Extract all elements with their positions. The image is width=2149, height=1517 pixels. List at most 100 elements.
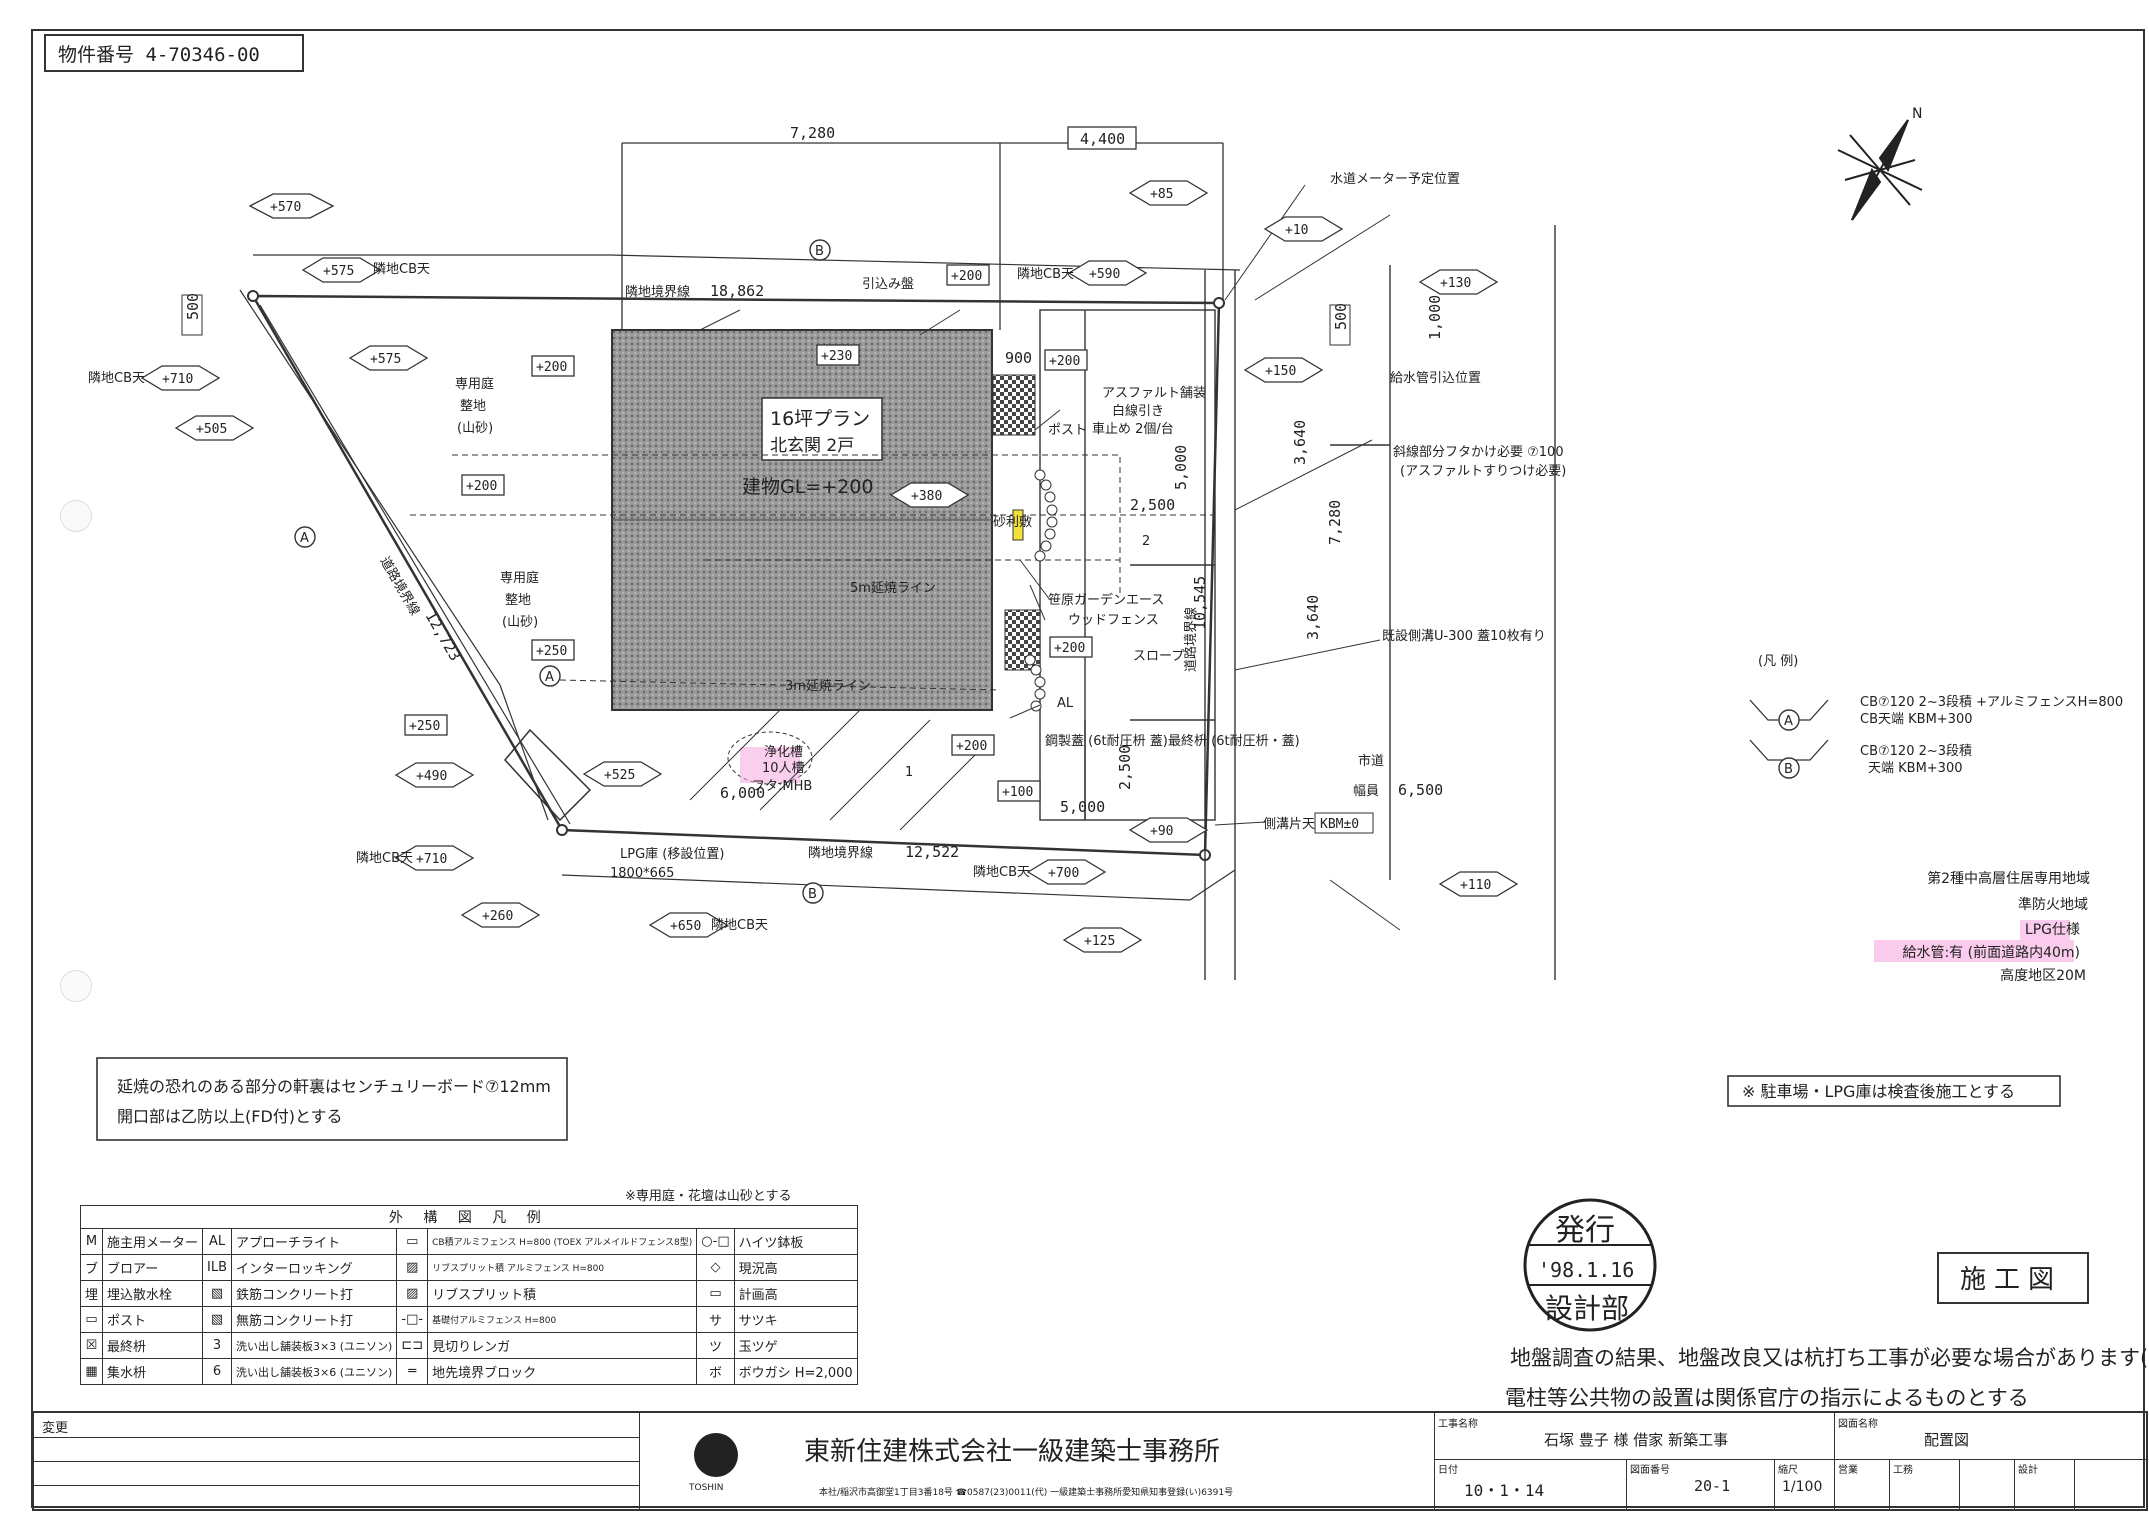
svg-text:浄化槽: 浄化槽 <box>764 745 803 760</box>
level-150 <box>1243 357 1324 383</box>
svg-text:整地: 整地 <box>505 593 531 608</box>
level-710a-text: +710 <box>162 372 193 387</box>
svg-text:1: 1 <box>905 765 913 780</box>
dim-2500-v: 2,500 <box>1116 745 1134 790</box>
svg-text:笹原ガーデンエース: 笹原ガーデンエース <box>1048 592 1164 608</box>
sheet-border <box>31 29 2145 1508</box>
level-200f <box>951 734 995 756</box>
level-650-text: +650 <box>670 919 701 934</box>
dim-7280-v: 7,280 <box>1326 500 1344 545</box>
level-380-text: +380 <box>911 489 942 504</box>
adj-boundary-bottom: 隣地境界線 <box>808 845 873 861</box>
svg-text:+200: +200 <box>1054 641 1085 656</box>
stamp-dept: 設計部 <box>1545 1292 1629 1325</box>
level-250b <box>404 714 448 736</box>
company-logo-icon <box>694 1433 738 1477</box>
dim-road-6500: 6,500 <box>1398 781 1443 799</box>
level-710a <box>140 365 221 391</box>
level-85 <box>1128 180 1209 206</box>
svg-text:+250: +250 <box>409 719 440 734</box>
table-row: ☒ 最終枡 3 洗い出し舗装板3×3 (ユニソン) ⊏⊐ 見切りレンガ ツ 玉ツ… <box>79 1332 858 1359</box>
level-130 <box>1418 269 1499 295</box>
north-arrow-icon <box>1837 119 1923 221</box>
svg-text:(山砂): (山砂) <box>502 615 538 630</box>
level-200d <box>1044 349 1088 371</box>
level-10-text: +10 <box>1285 223 1308 238</box>
mark-a-2: A <box>539 665 561 687</box>
fire-note-1: 延焼の恐れのある部分の軒裏はセンチュリーボード⑦12mm <box>117 1077 551 1096</box>
svg-text:(アスファルトすりつけ必要): (アスファルトすりつけ必要) <box>1400 464 1566 479</box>
svg-text:アスファルト舗装: アスファルト舗装 <box>1102 386 1206 401</box>
gravel-label: 砂利敷 <box>993 515 1032 530</box>
kbm-label: KBM±0 <box>1320 817 1359 832</box>
level-700-text: +700 <box>1048 866 1079 881</box>
plan-name: 16坪プラン <box>770 408 870 430</box>
dim-12522: 12,522 <box>905 843 959 861</box>
level-710b-text: +710 <box>416 852 447 867</box>
mark-b-1: B <box>809 239 831 261</box>
level-590-text: +590 <box>1089 267 1120 282</box>
svg-text:斜線部分フタかけ必要 ⑦100: 斜線部分フタかけ必要 ⑦100 <box>1393 444 1564 460</box>
level-575b <box>348 345 429 371</box>
issue-stamp <box>1523 1198 1657 1332</box>
svg-text:幅員: 幅員 <box>1353 784 1379 799</box>
dim-2500: 2,500 <box>1130 496 1175 514</box>
exterior-legend-title: 外 構 図 凡 例 <box>80 1205 858 1229</box>
drawing-number: 20-1 <box>1694 1477 1731 1495</box>
level-710b <box>394 845 475 871</box>
parking-area <box>1039 309 1216 821</box>
leader-lines <box>1009 184 1401 931</box>
adj-boundary-top: 隣地境界線 <box>625 284 690 300</box>
utility-note: 電柱等公共物の設置は関係官庁の指示によるものとする <box>1505 1386 2029 1410</box>
svg-text:+200: +200 <box>536 360 567 375</box>
water-pipe-label: 給水管引込位置 <box>1390 371 1481 386</box>
svg-text:AL: AL <box>1057 696 1074 711</box>
level-90-text: +90 <box>1150 824 1173 839</box>
svg-text:白線引き: 白線引き <box>1112 403 1164 419</box>
adj-cb-label-3: 隣地CB天 <box>1017 266 1074 282</box>
level-525 <box>582 761 663 787</box>
exterior-legend-table: 外 構 図 凡 例 M 施主用メーター AL アプローチライト ▭ CB積アルミ… <box>79 1205 858 1385</box>
drawing-date: 10・1・14 <box>1464 1481 1545 1500</box>
svg-text:A: A <box>1784 714 1793 729</box>
zoning-1: 第2種中高層住居専用地域 <box>1927 870 2090 887</box>
dim-4400: 4,400 <box>1080 130 1125 148</box>
dim-5000-v: 5,000 <box>1172 445 1190 490</box>
svg-text:(山砂): (山砂) <box>457 421 493 436</box>
svg-text:2: 2 <box>1142 534 1150 549</box>
level-575b-text: +575 <box>370 352 401 367</box>
svg-text:+100: +100 <box>1002 785 1033 800</box>
adj-cb-label-6: 隣地CB天 <box>711 917 768 933</box>
dim-7280: 7,280 <box>790 124 835 142</box>
adj-cb-label-4: 隣地CB天 <box>356 850 413 866</box>
stamp-date: '98.1.16 <box>1538 1258 1634 1282</box>
svg-text:+200: +200 <box>466 479 497 494</box>
level-110-text: +110 <box>1460 878 1491 893</box>
adj-cb-label-1: 隣地CB天 <box>373 261 430 277</box>
svg-text:1800*665: 1800*665 <box>610 866 674 881</box>
post-label: ポスト <box>1048 423 1087 438</box>
company-name: 東新住建株式会社一級建築士事務所 <box>804 1437 1221 1467</box>
svg-text:A: A <box>300 531 309 546</box>
svg-text:ウッドフェンス: ウッドフェンス <box>1068 613 1159 628</box>
dim-5000-h: 5,000 <box>1060 798 1105 816</box>
north-label: N <box>1912 106 1922 122</box>
parking-note: ※ 駐車場・LPG庫は検査後施工とする <box>1742 1082 2015 1101</box>
inlet-label: 引込み盤 <box>862 277 914 292</box>
drawing-scale: 1/100 <box>1782 1479 1823 1495</box>
zoning-3: LPG仕様 <box>2025 922 2080 938</box>
level-10 <box>1263 216 1344 242</box>
svg-text:B: B <box>808 887 817 902</box>
water-meter-label: 水道メーター予定位置 <box>1330 172 1460 187</box>
level-125 <box>1062 927 1143 953</box>
level-200a <box>531 355 575 377</box>
legend-title: (凡 例) <box>1758 654 1798 669</box>
level-125-text: +125 <box>1084 934 1115 949</box>
svg-text:+200: +200 <box>956 739 987 754</box>
property-number-box <box>44 34 304 72</box>
change-label: 変更 <box>42 1421 69 1436</box>
level-490 <box>394 762 475 788</box>
svg-text:B: B <box>815 244 824 259</box>
company-address: 本社/稲沢市高御堂1丁目3番18号 ☎0587(23)0011(代) 一級建築士… <box>819 1488 1234 1498</box>
